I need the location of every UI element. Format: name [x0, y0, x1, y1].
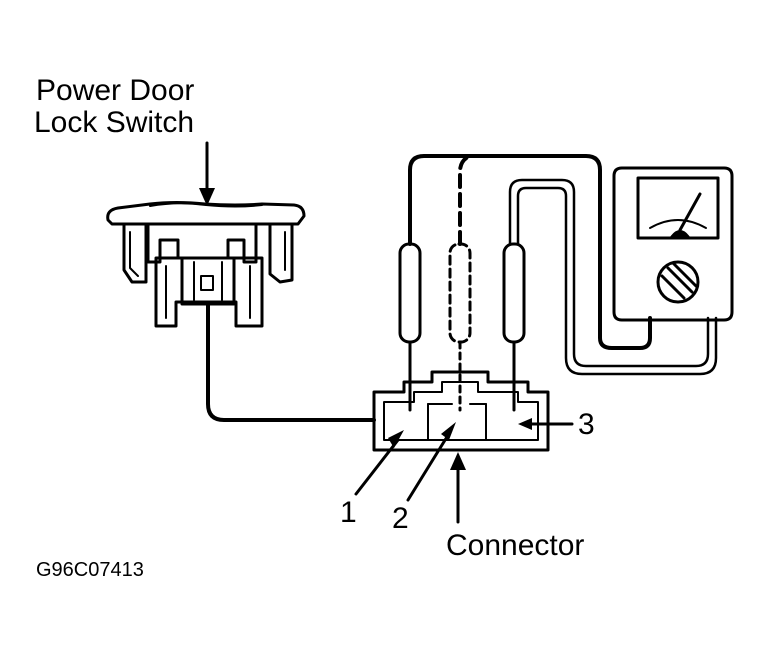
- callout-1-arrow: [354, 430, 404, 496]
- meter-lead-1: [408, 154, 652, 350]
- power-door-lock-switch: [106, 201, 306, 328]
- meter-lead-2: [458, 154, 472, 246]
- connector-pointer-arrow: [450, 452, 466, 524]
- switch-pointer-arrow: [199, 141, 215, 206]
- probe-3: [502, 242, 526, 412]
- callout-2-arrow: [406, 422, 456, 502]
- switch-label-line2: Lock Switch: [34, 106, 194, 139]
- connector-label: Connector: [446, 529, 584, 562]
- terminal-2-label: 2: [392, 502, 409, 535]
- meter-needle: [678, 192, 702, 232]
- figure-code: G96C07413: [36, 559, 144, 581]
- switch-label-line1: Power Door: [36, 74, 194, 107]
- meter-knob-icon: [656, 260, 700, 304]
- connector: [372, 370, 550, 452]
- terminal-3-label: 3: [578, 408, 595, 441]
- switch-harness-wire: [206, 302, 376, 422]
- meter-lead-3: [508, 178, 710, 368]
- terminal-1-label: 1: [340, 496, 357, 529]
- callout-3-arrow: [518, 418, 574, 430]
- ohmmeter: [612, 166, 734, 322]
- meter-lead-3-inner: [516, 186, 718, 376]
- probe-2: [448, 242, 472, 412]
